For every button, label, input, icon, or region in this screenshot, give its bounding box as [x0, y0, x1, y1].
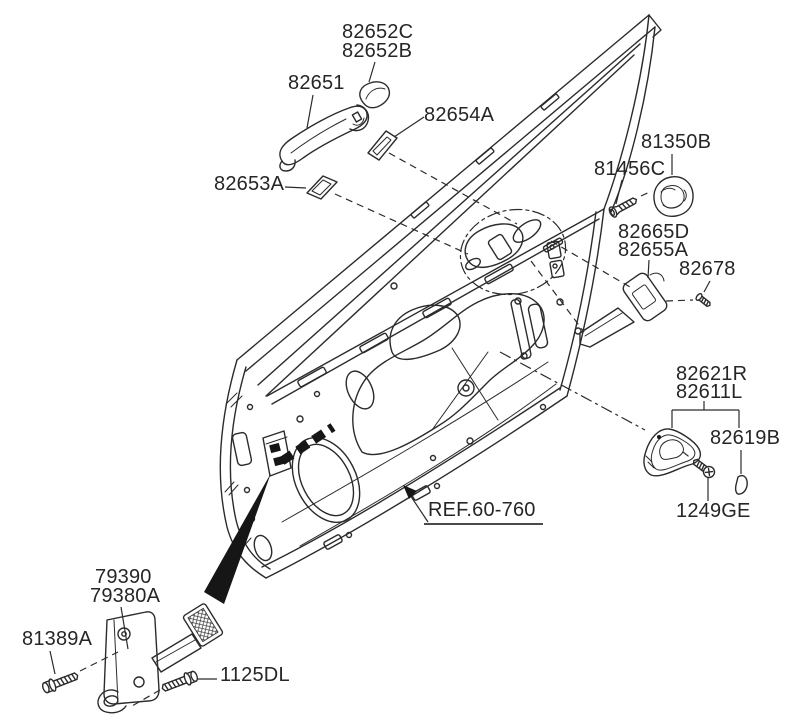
check-strap-direction-dash [279, 423, 336, 465]
part-label-82678: 82678 [679, 258, 736, 280]
part-label-81350b: 81350B [641, 131, 712, 153]
leader-lines [49, 61, 742, 680]
handle-cap-82652 [359, 81, 391, 109]
dash-bezel-to-1249ge [682, 451, 693, 460]
part-label-82652b: 82652B [342, 40, 413, 62]
outside-handle-82651 [279, 104, 370, 172]
door-panel-drawing [219, 14, 662, 579]
door-check-strap-79390 [97, 603, 224, 714]
part-label-82653a: 82653A [214, 173, 285, 195]
inner-handle-area [459, 208, 567, 296]
part-label-82655a: 82655A [618, 239, 689, 261]
part-label-82651: 82651 [288, 72, 345, 94]
part-label-79380a: 79380A [90, 585, 161, 607]
part-label-81456c: 81456C [594, 158, 666, 180]
grommet-81350b [653, 176, 694, 218]
part-label-1125dl: 1125DL [220, 664, 290, 686]
ref-arrow [403, 485, 429, 523]
door-check-mount [262, 430, 292, 477]
dash-81389a-to-strap [79, 651, 119, 672]
part-label-79390: 79390 [95, 566, 152, 588]
part-label-82621r: 82621R [676, 363, 748, 385]
clip-82619b [734, 474, 748, 495]
bolt-1125dl [159, 668, 200, 696]
part-label-82654a: 82654A [424, 104, 495, 126]
part-label-82619b: 82619B [710, 427, 781, 449]
dash-door-to-82665d [550, 240, 631, 288]
bezel-82621r-82611l [643, 428, 702, 477]
dash-82653a-to-door [334, 193, 469, 255]
bolt-81389a [40, 668, 81, 696]
part-label-1249ge: 1249GE [676, 500, 751, 522]
part-label-82665d: 82665D [618, 221, 690, 243]
gasket-82654a [367, 130, 398, 161]
part-label-82611l: 82611L [676, 381, 743, 403]
dash-82665d-to-82678 [665, 299, 694, 302]
window-frame [236, 14, 662, 397]
screw-81456c [607, 194, 640, 219]
ref-label: REF.60-760 [424, 500, 543, 525]
pointer-wedge [204, 473, 271, 604]
dash-door-to-82665d-2 [530, 260, 585, 333]
dash-82654a-to-door [388, 152, 518, 225]
handle-base-82665d [579, 272, 668, 348]
part-label-82652c: 82652C [342, 21, 414, 43]
screw-82678 [694, 291, 713, 310]
gasket-82653a [306, 175, 338, 200]
dash-1125dl-to-strap [131, 689, 161, 707]
dash-81456c-to-81350b [640, 190, 653, 197]
screw-1249ge [689, 455, 718, 481]
dashdot-door-to-bezel [499, 351, 646, 431]
part-label-81389a: 81389A [22, 628, 93, 650]
